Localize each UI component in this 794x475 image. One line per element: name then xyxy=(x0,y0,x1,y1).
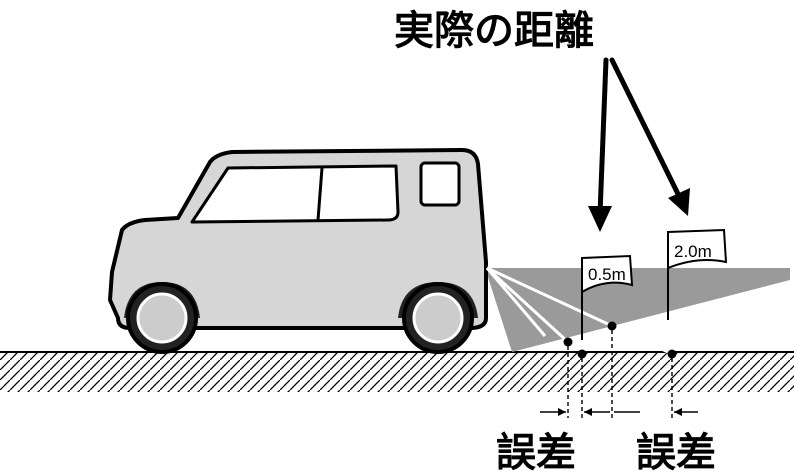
error-label-left: 誤差 xyxy=(496,430,576,475)
arrow-icon xyxy=(588,57,690,232)
window-pillar xyxy=(316,167,324,221)
flag-near-label: 0.5m xyxy=(588,265,626,284)
dimension-arrow-icon xyxy=(540,408,698,416)
rear-hub xyxy=(412,292,464,344)
front-window xyxy=(190,164,400,224)
measurement-points xyxy=(563,321,677,359)
car-icon xyxy=(108,148,488,354)
front-hub xyxy=(136,292,188,344)
flag-far xyxy=(667,228,728,270)
dimension-guides xyxy=(567,330,673,418)
error-label-right: 誤差 xyxy=(636,430,716,475)
camera-rays xyxy=(485,266,669,354)
camera-view-area xyxy=(485,268,790,352)
flag-near xyxy=(581,254,634,294)
ground-hatch xyxy=(0,352,794,392)
flag-icon: 0.5m xyxy=(581,254,634,294)
flag-far-label: 2.0m xyxy=(674,242,712,261)
rear-window xyxy=(419,161,461,207)
title-label: 実際の距離 xyxy=(394,8,594,54)
